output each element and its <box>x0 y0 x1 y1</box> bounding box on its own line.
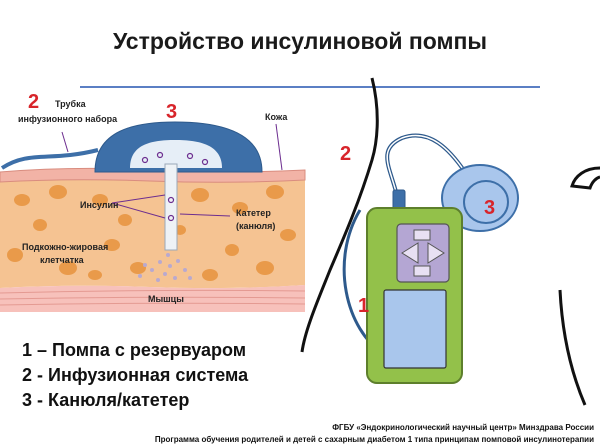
skin-label: Кожа <box>265 112 288 122</box>
fat-label-line1: Подкожно-жировая <box>22 242 108 252</box>
pump-left-button-icon <box>401 242 419 264</box>
body-outline <box>300 77 379 353</box>
cannula <box>164 163 178 251</box>
legend-item-pump: 1 – Помпа с резервуаром <box>22 340 247 360</box>
infusion-tube <box>0 148 99 170</box>
fat-cells <box>7 185 296 281</box>
footer-institution: ФГБУ «Эндокринологический научный центр»… <box>332 423 594 432</box>
pump-right-button-icon <box>427 242 445 264</box>
muscle-label: Мышцы <box>148 294 184 304</box>
hip-outline <box>558 289 587 406</box>
legend-item-infusion-system: 2 - Инфузионная система <box>22 365 249 385</box>
tube-number: 2 <box>28 91 39 113</box>
pump-screen <box>383 289 447 369</box>
tube-label-line1: Трубка <box>55 99 87 109</box>
insulin-label: Инсулин <box>80 200 118 210</box>
legend-item-cannula: 3 - Канюля/катетер <box>22 390 190 410</box>
title-divider <box>80 86 540 88</box>
body-view: 3 1 2 <box>300 77 600 406</box>
tube-label-line2: инфузионного набора <box>18 114 118 124</box>
footer-program: Программа обучения родителей и детей с с… <box>154 435 594 444</box>
pump-down-button-icon <box>413 265 431 277</box>
pump-up-button-icon <box>413 229 431 241</box>
catheter-label-line2: (канюля) <box>236 221 275 231</box>
arm-outline <box>570 166 600 190</box>
site-number: 3 <box>484 197 495 219</box>
tissue-cross-section: 2 Трубка инфузионного набора 3 Кожа Инсу… <box>0 91 306 312</box>
pump-button-panel <box>396 223 450 283</box>
fat-label-line2: клетчатка <box>40 255 85 265</box>
cannula-number: 3 <box>166 101 177 123</box>
catheter-label-line1: Катетер <box>236 208 271 218</box>
insulin-dots <box>138 253 192 282</box>
fat-layer <box>0 174 305 289</box>
legend: 1 – Помпа с резервуаром 2 - Инфузионная … <box>22 338 248 413</box>
pump-number: 1 <box>358 295 369 317</box>
page-title: Устройство инсулиновой помпы <box>112 28 488 54</box>
system-number: 2 <box>340 143 351 165</box>
insulin-chamber <box>130 140 222 168</box>
